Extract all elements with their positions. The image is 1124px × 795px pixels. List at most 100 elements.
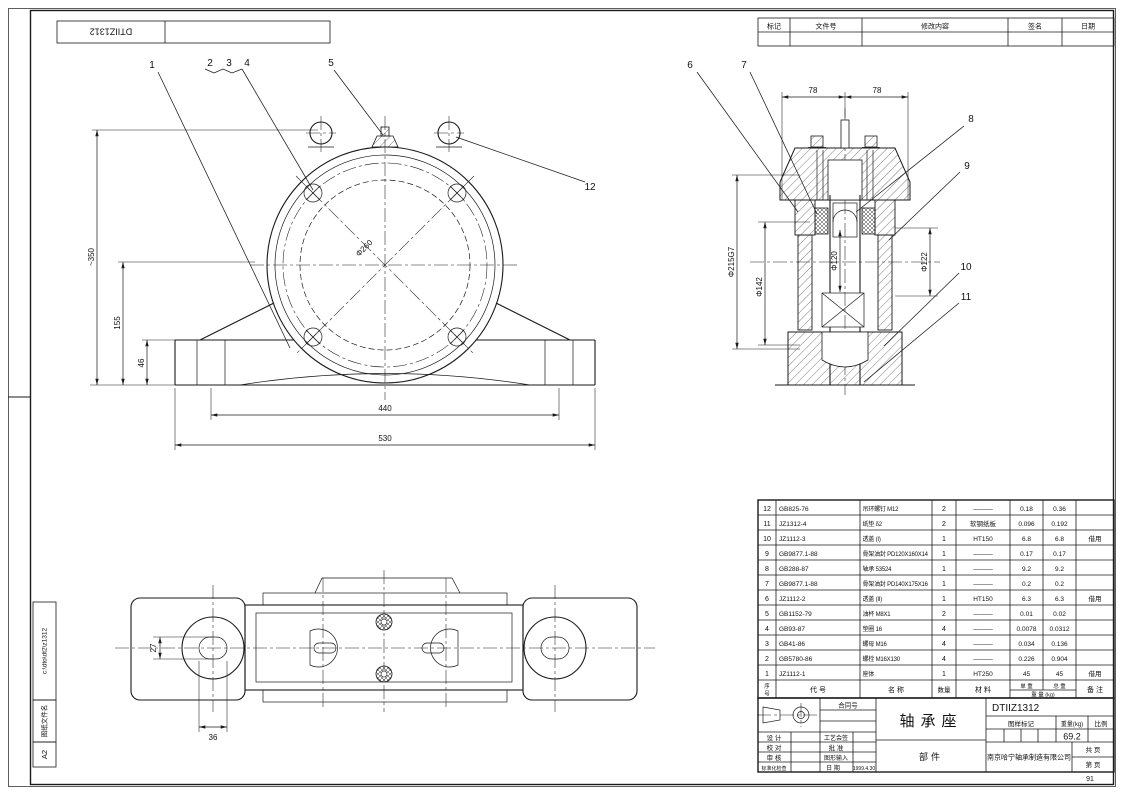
leader-6: 6 xyxy=(687,60,693,71)
dim-overall-height: ~350 xyxy=(87,247,96,266)
bom-cell: 0.17 xyxy=(1053,551,1066,558)
bom-cell: 0.136 xyxy=(1051,641,1068,648)
dim-shaft-dia: Φ120 xyxy=(830,251,839,271)
bom-cell: 0.0078 xyxy=(1017,626,1037,633)
revision-header: 日期 xyxy=(1081,23,1095,31)
bom-row: 11 JZ1312-4 纸垫 δ2 2 软钢纸板 0.096 0.192 xyxy=(763,519,1068,528)
bom-row: 8 GB288-87 轴承 53524 1 ——— 9.2 9.2 xyxy=(765,565,1064,573)
bom-cell: 垫圈 16 xyxy=(863,625,883,633)
contract-label: 合同号 xyxy=(838,701,858,710)
grease-cap xyxy=(371,126,399,148)
bom-cell: 0.096 xyxy=(1018,521,1035,528)
sign-label-date: 日 期 xyxy=(826,764,840,772)
leader-1: 1 xyxy=(149,60,155,71)
leader-3: 3 xyxy=(226,58,232,69)
drawing-frame xyxy=(8,8,1116,787)
bom-header: 名 称 xyxy=(888,685,904,694)
bom-cell: JZ1112-1 xyxy=(779,671,806,678)
bom-cell: 3 xyxy=(765,641,769,648)
bom-header: 总 重 xyxy=(1053,682,1066,690)
bom-cell: JZ1112-3 xyxy=(779,536,806,543)
bom-row: 12 GB825-76 吊环螺钉 M12 2 ——— 0.18 0.36 xyxy=(763,505,1066,513)
cap-bolt-hole xyxy=(303,183,467,347)
revision-header: 签名 xyxy=(1028,22,1042,31)
bom-cell: ——— xyxy=(973,551,993,558)
eyebolt-hole-right xyxy=(434,116,464,152)
bom-row: 3 GB41-86 螺母 M16 4 ——— 0.034 0.136 xyxy=(765,640,1068,648)
bom-cell: 4 xyxy=(942,641,946,648)
stud-nut xyxy=(864,135,878,148)
bom-cell: 纸垫 δ2 xyxy=(863,520,883,528)
bom-cell: 1 xyxy=(942,536,946,543)
leader-2: 2 xyxy=(207,58,213,69)
bom-cell: ——— xyxy=(973,641,993,648)
bom-cell: 8 xyxy=(765,566,769,573)
bom-cell: 10 xyxy=(763,536,771,543)
file-path-text: c:\dto\dt2\z1312 xyxy=(42,627,49,674)
section-covers xyxy=(794,199,896,331)
section-view: 78 78 Φ215G7 Φ142 Φ120 Φ122 6 7 8 xyxy=(687,60,974,395)
sign-label-input: 图形输入 xyxy=(824,754,848,762)
eyebolt-hole-left xyxy=(306,116,336,152)
bom-cell: GB9877.1-88 xyxy=(779,581,818,588)
sign-label-standard: 标准化检查 xyxy=(761,765,786,772)
bom-cell: 0.01 xyxy=(1020,611,1033,618)
bom-cell: GB93-87 xyxy=(779,626,805,633)
bom-cell: 轴承 53524 xyxy=(863,565,893,573)
titleblock-drawing-no: DTIIZ1312 xyxy=(992,703,1040,714)
bom-row: 1 JZ1112-1 座体 1 HT250 45 45 借用 xyxy=(765,669,1101,678)
dim-cap-right: 78 xyxy=(873,86,882,95)
bom-cell: 6.8 xyxy=(1055,536,1064,543)
bom-cell: 0.02 xyxy=(1053,611,1066,618)
revision-header: 标记 xyxy=(767,22,781,31)
bom-cell: 1 xyxy=(765,671,769,678)
oil-cup-right xyxy=(430,628,459,668)
bom-cell: HT150 xyxy=(973,536,993,543)
section-base xyxy=(775,331,915,386)
bom-cell: 借用 xyxy=(1089,594,1102,603)
sign-label-approve: 批 准 xyxy=(829,743,844,752)
bom-cell: 0.904 xyxy=(1051,656,1068,663)
dim-bolt-spacing: 440 xyxy=(378,404,392,413)
bom-row: 10 JZ1112-3 透盖 (I) 1 HT150 6.8 6.8 借用 xyxy=(763,534,1101,543)
housing-base xyxy=(174,302,596,386)
bottom-view-dimensions: 27 36 xyxy=(149,636,228,742)
part-kind: 部件 xyxy=(919,751,943,762)
bom-cell: 油杯 M8X1 xyxy=(863,610,892,618)
bom-cell: 螺栓 M16X130 xyxy=(863,655,901,663)
bom-cell: ——— xyxy=(973,506,993,513)
bom-cell: GB9877.1-88 xyxy=(779,551,818,558)
bom-row: 4 GB93-87 垫圈 16 4 ——— 0.0078 0.0312 xyxy=(765,625,1070,633)
dim-base-length: 530 xyxy=(378,434,392,443)
bom-cell: 0.0312 xyxy=(1050,626,1070,633)
dim-seal-bore-left: Φ142 xyxy=(755,277,764,297)
bom-cell: 4 xyxy=(765,626,769,633)
dim-slot-width: 27 xyxy=(149,643,158,652)
dim-slot-length: 36 xyxy=(209,733,218,742)
bom-cell: 5 xyxy=(765,611,769,618)
bom-cell: HT250 xyxy=(973,671,993,678)
bom-cell: 6.8 xyxy=(1022,536,1031,543)
leader-9: 9 xyxy=(964,161,970,172)
bom-header-row: 序 号 代 号 名 称 数量 材 料 单 重 总 重 重 量 (kg) 备 注 xyxy=(764,682,1103,699)
revision-header: 文件号 xyxy=(816,22,837,31)
dim-cap-left: 78 xyxy=(809,86,818,95)
weight-label: 重量(kg) xyxy=(1061,720,1083,728)
leader-11: 11 xyxy=(961,292,972,303)
corner-drawing-number: DTIIZ1312 xyxy=(56,20,331,44)
bom-cell: JZ1312-4 xyxy=(779,521,807,528)
bom-cell: 6.3 xyxy=(1055,596,1064,603)
date-value: 1999.4.30 xyxy=(853,766,875,772)
bom-cell: 1 xyxy=(942,581,946,588)
dim-seal-bore-right: Φ122 xyxy=(920,252,929,272)
bom-cell: 4 xyxy=(942,656,946,663)
section-view-dimensions: 78 78 Φ215G7 Φ142 Φ120 Φ122 xyxy=(727,86,938,350)
bom-cell: 2 xyxy=(942,506,946,513)
bom-cell: 6.3 xyxy=(1022,596,1031,603)
bom-cell: 0.2 xyxy=(1022,581,1031,588)
stud-nut xyxy=(810,135,824,148)
dim-housing-bore: Φ215G7 xyxy=(727,246,736,277)
bom-cell: 45 xyxy=(1056,671,1064,678)
bom-cell: 骨架油封 PD140X175X16 xyxy=(863,580,929,588)
